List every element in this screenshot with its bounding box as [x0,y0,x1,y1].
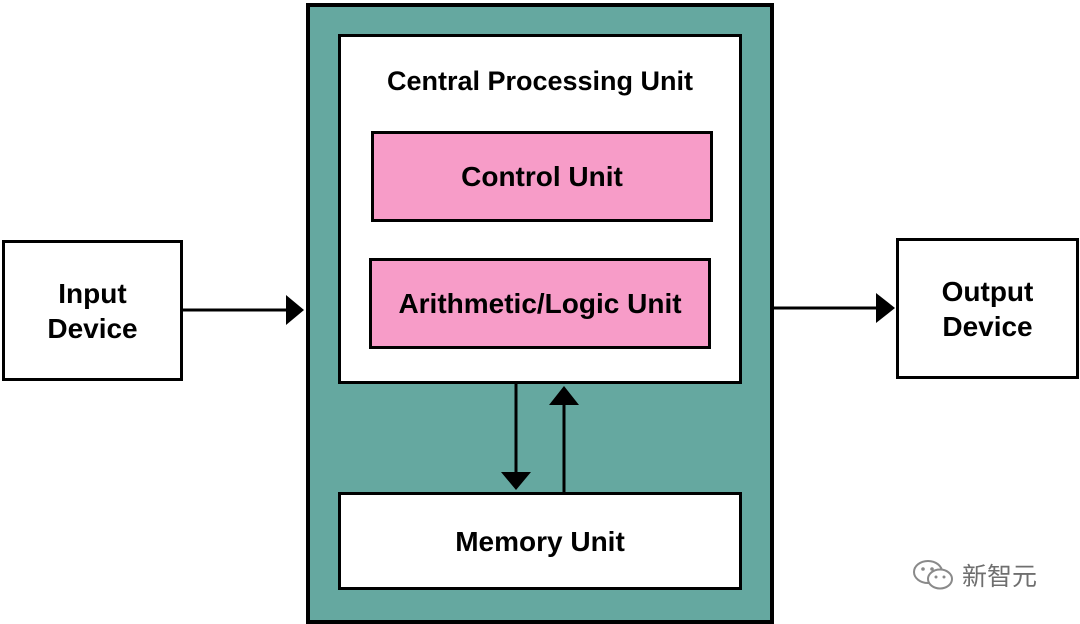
cpu-title: Central Processing Unit [386,66,694,96]
arrow-cpu-to-output [774,293,895,323]
output-device-box: Output Device [896,238,1079,379]
output-device-label: Output Device [941,275,1034,342]
input-device-box: Input Device [2,240,183,381]
watermark-text: 新智元 [962,562,1038,591]
control-unit-box: Control Unit [371,131,713,222]
memory-unit-label: Memory Unit [455,525,625,557]
wechat-icon [913,560,953,590]
control-unit-label: Control Unit [461,161,623,192]
alu-box: Arithmetic/Logic Unit [369,258,711,349]
watermark: 新智元 [912,556,1037,594]
input-device-label: Input Device [47,277,138,344]
memory-unit-box: Memory Unit [338,492,742,590]
alu-label: Arithmetic/Logic Unit [398,288,682,319]
arrow-input-to-cpu [183,295,304,325]
